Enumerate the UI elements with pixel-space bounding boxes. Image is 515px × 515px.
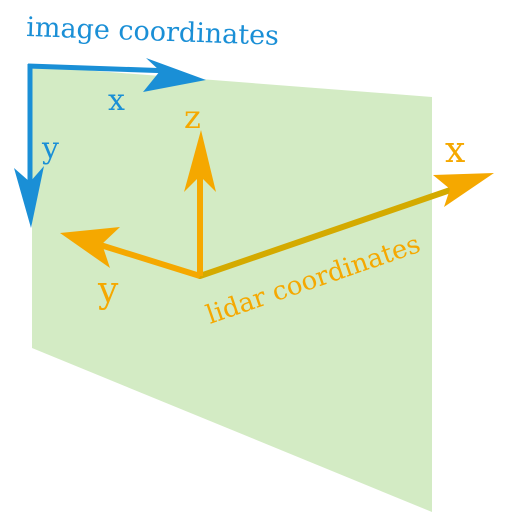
lidar-z-label: z	[184, 98, 201, 136]
image-x-arrowhead	[143, 58, 206, 92]
image-frame: image coordinates x y	[14, 12, 279, 228]
image-plane	[32, 66, 432, 512]
image-x-label: x	[108, 83, 125, 118]
lidar-y-axis	[93, 240, 201, 279]
lidar-x-arrowhead	[433, 173, 494, 207]
image-y-label: y	[41, 131, 59, 166]
image-coordinates-label: image coordinates	[26, 12, 280, 52]
image-x-axis	[27, 63, 173, 74]
lidar-x-label: x	[445, 130, 465, 171]
lidar-y-arrowhead	[60, 227, 120, 268]
lidar-x-axis	[197, 183, 465, 279]
lidar-z-arrowhead	[184, 130, 216, 192]
image-y-arrowhead	[14, 166, 44, 228]
lidar-y-label: y	[97, 270, 119, 311]
